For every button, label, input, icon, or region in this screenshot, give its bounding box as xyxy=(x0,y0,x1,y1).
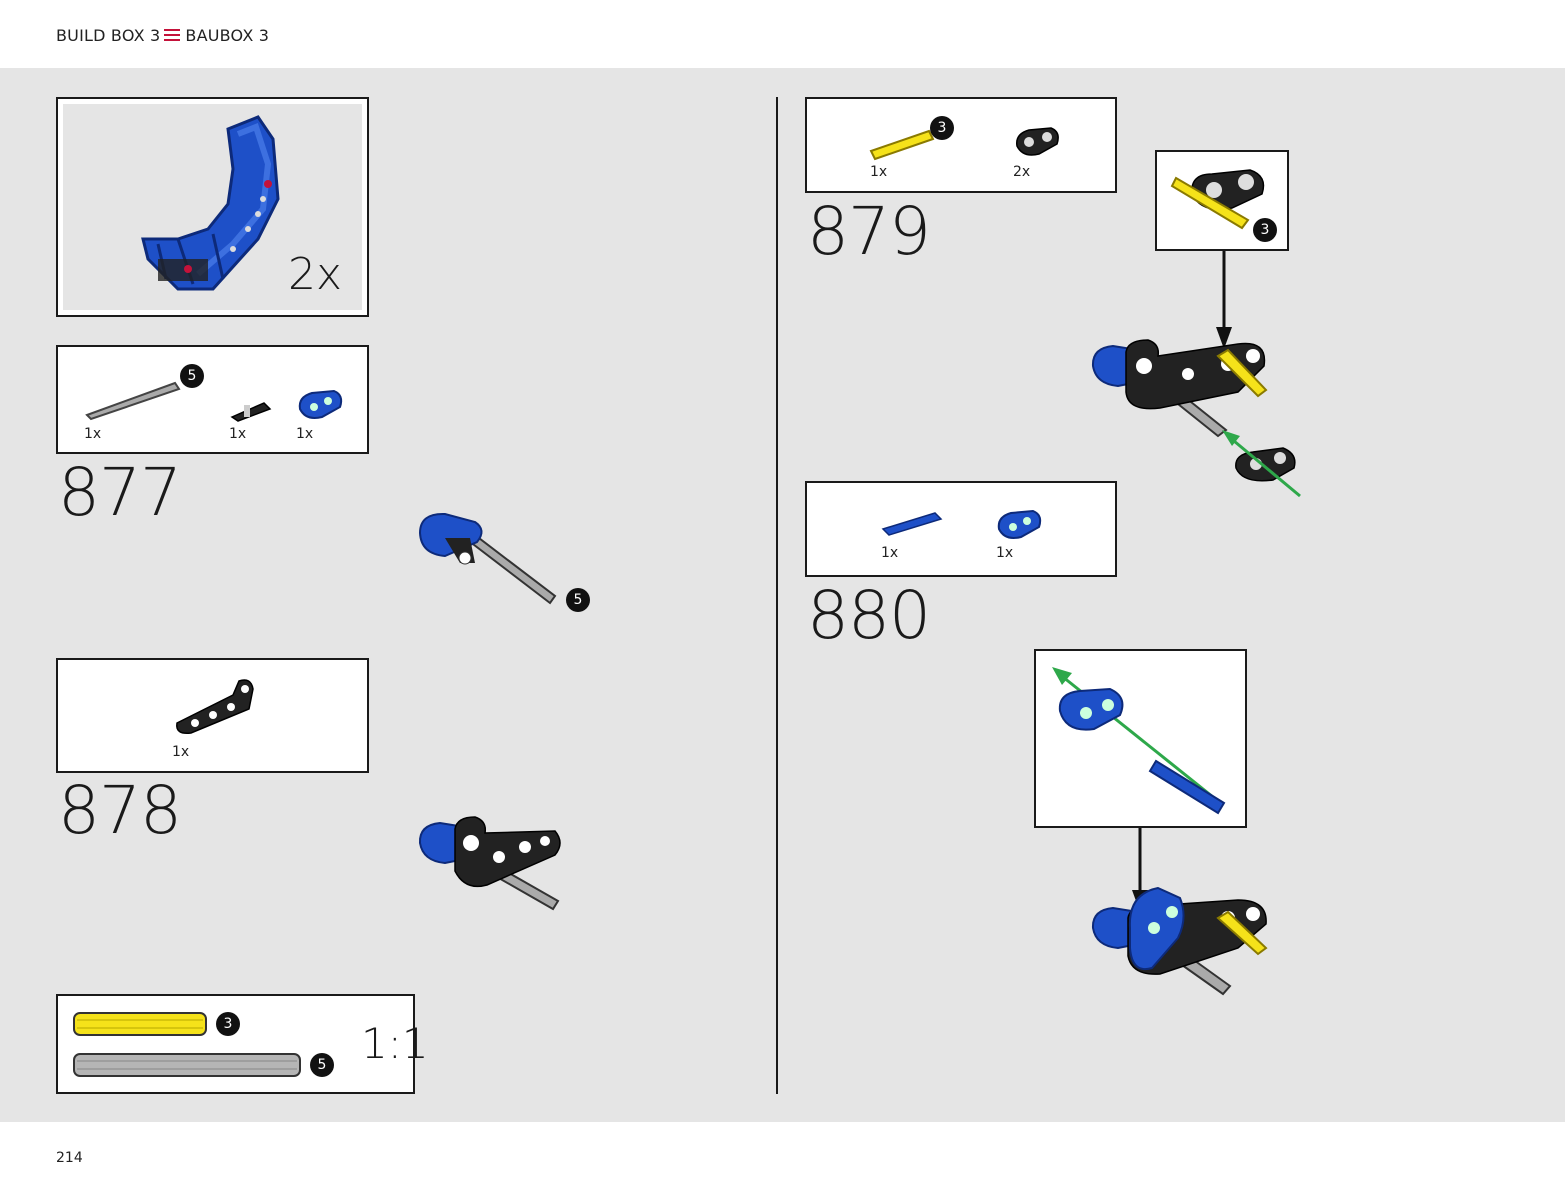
header-title-en: BUILD BOX 3 xyxy=(56,26,161,45)
down-arrow-icon xyxy=(1216,251,1232,349)
step-number-879: 879 xyxy=(807,193,931,270)
part-qty: 1x xyxy=(172,744,190,760)
step-879-model-image xyxy=(1091,339,1301,498)
part-qty: 1x xyxy=(870,164,888,180)
axle-count-badge: 3 xyxy=(930,116,954,140)
menu-separator-icon xyxy=(164,29,181,42)
part-qty: 1x xyxy=(881,545,899,561)
callout-box-879: 3 xyxy=(1155,150,1289,251)
yellow-axle-scale-icon xyxy=(73,1012,207,1036)
part-qty: 2x xyxy=(1013,164,1031,180)
callout-box-880 xyxy=(1034,649,1247,828)
blue-pin-part-icon xyxy=(881,512,943,536)
instruction-area: 2x 5 1x 1x 1x 877 5 1x 878 xyxy=(0,68,1565,1122)
multiplier-label: 2x xyxy=(288,249,343,300)
step-number-880: 880 xyxy=(807,577,931,654)
scale-reference-box: 3 5 1:1 xyxy=(56,994,429,1094)
part-qty: 1x xyxy=(996,545,1014,561)
page-number: 214 xyxy=(56,1150,83,1166)
header-title-de: BAUBOX 3 xyxy=(185,26,270,45)
step-number-878: 878 xyxy=(58,772,182,849)
grey-axle-scale-icon xyxy=(73,1053,301,1077)
step-880-model-image xyxy=(1091,886,1268,996)
parts-box-878: 1x xyxy=(56,658,369,773)
black-connector-part-icon xyxy=(1016,127,1059,156)
pin-into-connector-image xyxy=(1052,667,1226,815)
step-877-model-image xyxy=(418,512,557,605)
step-878-model-image xyxy=(418,816,561,911)
page-header: BUILD BOX 3 BAUBOX 3 xyxy=(0,0,1565,68)
callout-count-badge: 3 xyxy=(1253,218,1277,242)
grey-axle-part-icon xyxy=(85,381,181,421)
parts-box-877: 5 1x 1x 1x xyxy=(56,345,369,454)
scale-ratio-label: 1:1 xyxy=(361,1019,429,1068)
blue-connector-part-icon xyxy=(997,509,1042,539)
column-divider xyxy=(776,97,778,1094)
part-qty: 1x xyxy=(84,426,102,442)
parts-box-879: 3 1x 2x xyxy=(805,97,1117,193)
blue-connector-part-icon xyxy=(298,389,343,419)
axle-count-badge: 5 xyxy=(180,364,204,388)
grey-axle-length-badge: 5 xyxy=(310,1053,334,1077)
yellow-axle-in-connector-image xyxy=(1170,169,1265,230)
black-pin-part-icon xyxy=(230,402,272,422)
yellow-axle-part-icon xyxy=(869,129,935,161)
part-qty: 1x xyxy=(229,426,247,442)
yellow-axle-length-badge: 3 xyxy=(216,1012,240,1036)
subassembly-box: 2x xyxy=(56,97,369,317)
part-qty: 1x xyxy=(296,426,314,442)
parts-box-880: 1x 1x xyxy=(805,481,1117,577)
axle-callout-badge: 5 xyxy=(566,588,590,612)
step-number-877: 877 xyxy=(58,454,182,531)
blue-seat-model-image xyxy=(141,115,280,291)
black-beam-part-icon xyxy=(176,679,254,735)
breadcrumb: BUILD BOX 3 BAUBOX 3 xyxy=(56,26,269,45)
